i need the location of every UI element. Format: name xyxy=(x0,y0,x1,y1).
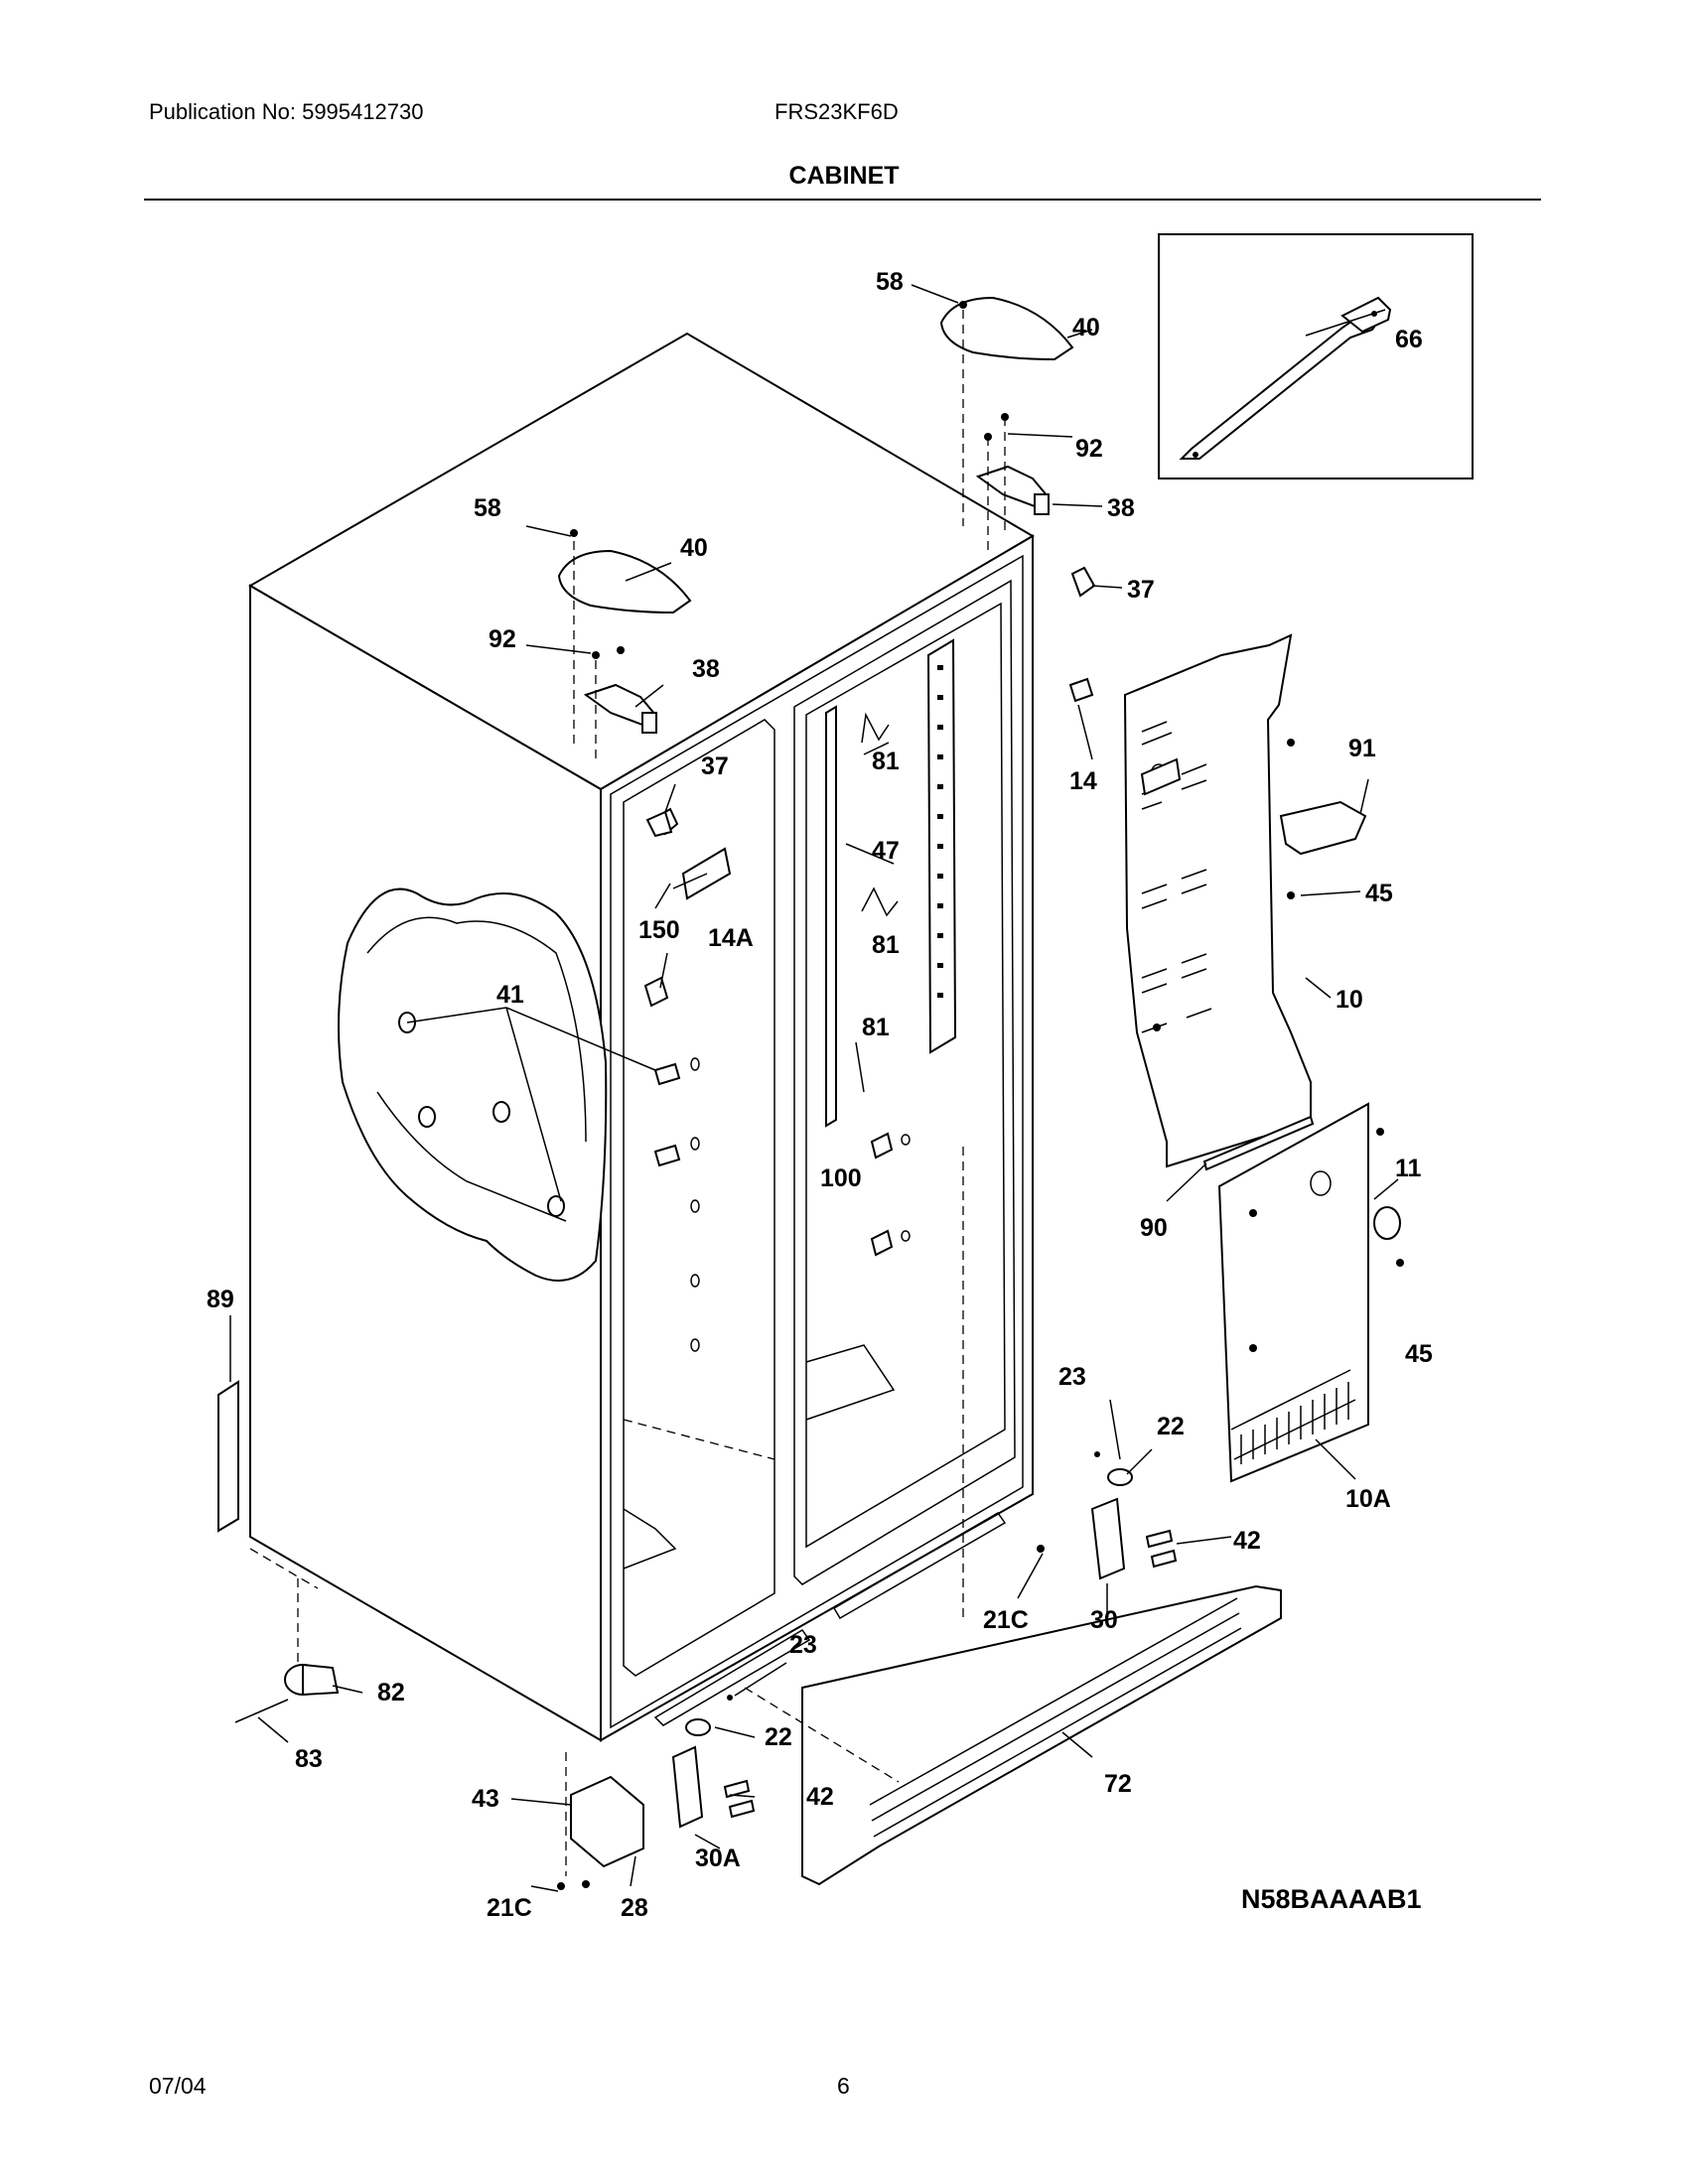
model-number: FRS23KF6D xyxy=(774,99,899,124)
side-bracket xyxy=(217,1380,239,1533)
rear-covers xyxy=(1068,633,1404,1483)
callout-58: 58 xyxy=(876,268,904,296)
callout-23: 23 xyxy=(1058,1363,1086,1391)
section-title: CABINET xyxy=(788,162,900,190)
inset-box xyxy=(1158,233,1474,479)
publication-date: 07/04 xyxy=(149,2073,207,2099)
callout-22: 22 xyxy=(1157,1413,1185,1440)
page-number: 6 xyxy=(837,2073,850,2099)
callout-92: 92 xyxy=(1075,435,1103,463)
callout-labels: 58 40 92 38 37 14 91 45 10 11 90 10A 23 … xyxy=(207,268,1433,1922)
shelf-supports xyxy=(825,638,957,1128)
top-hinge-assemblies xyxy=(557,296,1096,838)
callout-21C: 21C xyxy=(983,1606,1029,1634)
callout-30A: 30A xyxy=(695,1844,741,1872)
callout-10: 10 xyxy=(1336,986,1363,1014)
callout-82: 82 xyxy=(377,1679,405,1706)
callout-23-lower: 23 xyxy=(789,1631,817,1659)
callout-91: 91 xyxy=(1348,735,1376,762)
callout-45-lower: 45 xyxy=(1405,1340,1433,1368)
drawing-code: N58BAAAAB1 xyxy=(1241,1884,1422,1914)
callout-21C-lower: 21C xyxy=(487,1894,532,1922)
callout-22-lower: 22 xyxy=(765,1723,792,1751)
callout-38: 38 xyxy=(1107,494,1135,522)
callout-37: 37 xyxy=(1127,576,1155,604)
callout-42-lower: 42 xyxy=(806,1783,834,1811)
callout-37-left: 37 xyxy=(701,752,729,780)
callout-30: 30 xyxy=(1090,1606,1118,1634)
callout-14A: 14A xyxy=(708,924,754,952)
callout-28: 28 xyxy=(621,1894,648,1922)
callout-100: 100 xyxy=(820,1164,862,1192)
callout-92-left: 92 xyxy=(489,625,516,653)
callout-66: 66 xyxy=(1395,326,1423,353)
callout-81-mid: 81 xyxy=(872,931,900,959)
callout-45: 45 xyxy=(1365,880,1393,907)
callout-11: 11 xyxy=(1395,1155,1422,1182)
callout-38-left: 38 xyxy=(692,655,720,683)
callout-90: 90 xyxy=(1140,1214,1168,1242)
callout-72: 72 xyxy=(1104,1770,1132,1798)
callout-58-left: 58 xyxy=(474,494,501,522)
callout-83: 83 xyxy=(295,1745,323,1773)
callout-42: 42 xyxy=(1233,1527,1261,1555)
callout-89: 89 xyxy=(207,1286,234,1313)
callout-41: 41 xyxy=(496,981,524,1009)
callout-14: 14 xyxy=(1069,767,1097,795)
callout-81-top: 81 xyxy=(872,748,900,775)
callout-47: 47 xyxy=(872,837,900,865)
publication-number: Publication No: 5995412730 xyxy=(149,99,424,124)
callout-81-low: 81 xyxy=(862,1014,890,1041)
leader-lines xyxy=(229,284,1399,1892)
callout-40: 40 xyxy=(1072,314,1100,341)
callout-43: 43 xyxy=(472,1785,499,1813)
title-rule xyxy=(144,199,1541,201)
callout-10A: 10A xyxy=(1345,1485,1391,1513)
bottom-parts xyxy=(234,1147,1282,1890)
callout-150: 150 xyxy=(638,916,680,944)
callout-40-left: 40 xyxy=(680,534,708,562)
